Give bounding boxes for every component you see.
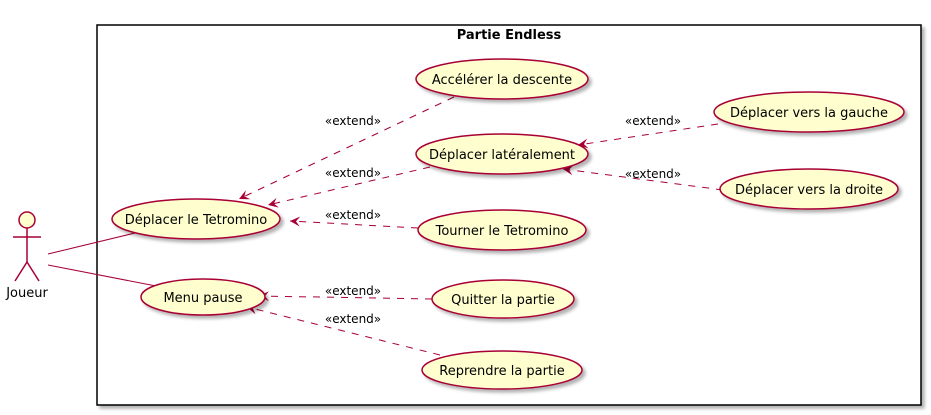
- usecase-quitter-label: Quitter la partie: [451, 293, 555, 308]
- extend-label: «extend»: [325, 208, 381, 222]
- extend-label: «extend»: [325, 312, 381, 326]
- extend-label: «extend»: [625, 167, 681, 181]
- usecase-deplacer-tetromino-label: Déplacer le Tetromino: [125, 213, 268, 228]
- usecase-quitter: [431, 279, 575, 319]
- extend-label: «extend»: [325, 114, 381, 128]
- usecase-lateral: [415, 133, 589, 175]
- usecase-droite-label: Déplacer vers la droite: [735, 183, 883, 198]
- extend-accelerer: [238, 96, 455, 200]
- usecase-gauche-label: Déplacer vers la gauche: [730, 106, 888, 121]
- usecase-gauche: [713, 91, 905, 133]
- extend-gauche: [577, 123, 719, 149]
- extend-quitter: [258, 291, 433, 302]
- usecase-reprendre: [421, 350, 583, 390]
- usecase-accelerer-label: Accélérer la descente: [432, 73, 572, 88]
- actor-left-leg: [14, 261, 28, 282]
- usecase-droite: [719, 168, 899, 210]
- usecase-menu-pause: [140, 278, 266, 316]
- usecase-tourner: [417, 209, 587, 251]
- actor-head: [18, 211, 36, 229]
- extend-label: «extend»: [325, 284, 381, 298]
- usecase-reprendre-label: Reprendre la partie: [439, 364, 564, 379]
- usecase-deplacer-tetromino: [111, 198, 281, 240]
- extend-label: «extend»: [325, 166, 381, 180]
- actor-joueur: [13, 211, 41, 282]
- extend-reprendre: [246, 304, 441, 356]
- association-joueur-deplacer: [47, 232, 136, 255]
- actor-right-leg: [26, 261, 40, 282]
- usecase-tourner-label: Tourner le Tetromino: [435, 224, 569, 239]
- actor-label: Joueur: [5, 286, 48, 301]
- system-title: Partie Endless: [457, 28, 562, 43]
- usecase-lateral-label: Déplacer latéralement: [429, 148, 575, 163]
- usecase-menu-pause-label: Menu pause: [163, 291, 242, 306]
- association-joueur-menu: [47, 264, 157, 287]
- usecase-accelerer: [415, 58, 589, 100]
- extend-label: «extend»: [625, 114, 681, 128]
